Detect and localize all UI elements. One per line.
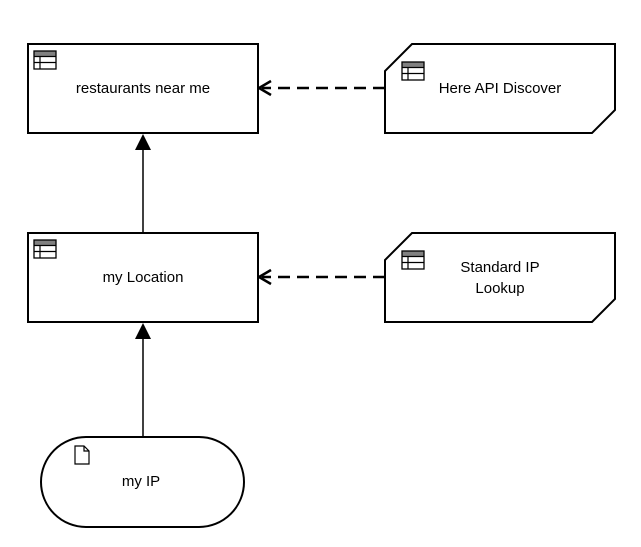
edge-ip-to-location[interactable] bbox=[135, 323, 151, 437]
node-label: my IP bbox=[122, 473, 160, 490]
table-icon bbox=[401, 250, 425, 270]
input-node-pill bbox=[40, 436, 245, 528]
table-node-box bbox=[27, 43, 259, 134]
node-my-location[interactable]: my Location bbox=[27, 232, 259, 323]
node-my-ip[interactable]: my IP bbox=[40, 436, 245, 528]
edge-here-api-to-restaurants[interactable] bbox=[256, 79, 385, 97]
table-icon bbox=[33, 50, 57, 70]
table-node-box bbox=[27, 232, 259, 323]
node-standard-ip-lookup[interactable]: Standard IP Lookup bbox=[384, 232, 616, 323]
node-restaurants-near-me[interactable]: restaurants near me bbox=[27, 43, 259, 134]
node-label-line-1: Standard IP bbox=[460, 259, 539, 276]
filled-arrowhead-icon bbox=[135, 134, 151, 150]
edge-ip-lookup-to-location[interactable] bbox=[256, 268, 385, 286]
edge-location-to-restaurants[interactable] bbox=[135, 134, 151, 232]
node-label: Here API Discover bbox=[439, 80, 562, 97]
node-here-api-discover[interactable]: Here API Discover bbox=[384, 43, 616, 134]
node-label: restaurants near me bbox=[76, 80, 210, 97]
external-source-shape bbox=[384, 232, 616, 323]
table-icon bbox=[33, 239, 57, 259]
node-label-line-2: Lookup bbox=[475, 280, 524, 297]
node-label: my Location bbox=[103, 269, 184, 286]
external-source-shape bbox=[384, 43, 616, 134]
document-icon bbox=[74, 445, 90, 465]
filled-arrowhead-icon bbox=[135, 323, 151, 339]
table-icon bbox=[401, 61, 425, 81]
